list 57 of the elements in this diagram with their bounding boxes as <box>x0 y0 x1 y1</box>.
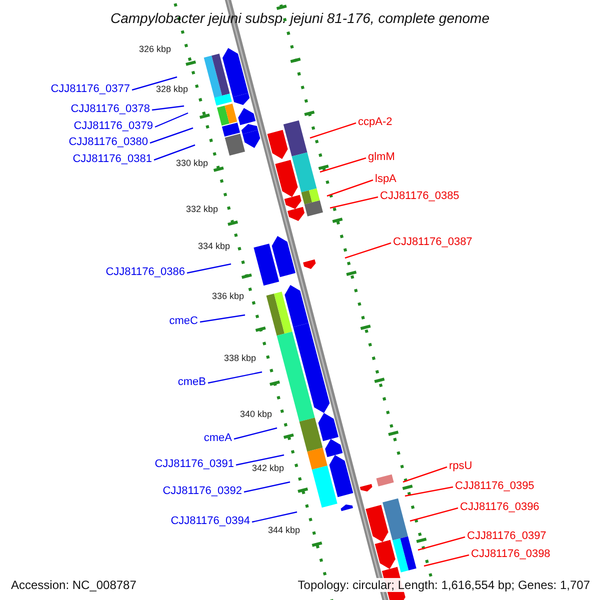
leader-line <box>320 157 366 173</box>
leader-line <box>152 105 184 111</box>
leader-line <box>236 454 284 466</box>
gene-label: CJJ81176_0394 <box>170 516 250 527</box>
gene-label: CJJ81176_0396 <box>460 502 540 513</box>
leader-line <box>424 554 470 567</box>
gene-label: CJJ81176_0378 <box>70 104 150 115</box>
gene-label: CJJ81176_0379 <box>74 121 153 132</box>
gene-label: CJJ81176_0381 <box>72 154 152 165</box>
gene-label: CJJ81176_0386 <box>106 267 185 278</box>
title: Campylobacter jejuni subsp. jejuni 81-176, complete genome <box>110 11 490 25</box>
genome-info-text: Topology: circular; Length: 1,616,554 bp; Genes: 1,707 <box>296 578 592 592</box>
leader-line <box>344 242 392 259</box>
scale-label: 338 kbp <box>222 354 258 363</box>
gene-label: cmeB <box>178 377 206 388</box>
gene-label: cmeA <box>204 433 232 444</box>
leader-line <box>200 314 246 323</box>
gene-label: CJJ81176_0380 <box>68 137 148 148</box>
scale-label: 340 kbp <box>238 410 274 419</box>
leader-line <box>330 196 378 209</box>
leader-line <box>186 263 232 274</box>
scale-label: 344 kbp <box>266 526 302 535</box>
leader-line <box>252 511 298 523</box>
gene-label: lspA <box>375 174 396 185</box>
gene-label: CJJ81176_0387 <box>393 237 472 248</box>
leader-line <box>208 371 262 384</box>
leader-line <box>234 427 278 440</box>
leader-line <box>402 466 448 483</box>
leader-line <box>150 127 194 144</box>
scale-label: 330 kbp <box>174 159 210 168</box>
leader-line <box>244 481 290 493</box>
leader-line <box>154 112 188 128</box>
leader-line <box>154 144 196 161</box>
gene-label: CJJ81176_0397 <box>467 531 546 542</box>
leader-line <box>410 507 458 522</box>
gene-label: CJJ81176_0385 <box>380 191 460 202</box>
leader-line <box>132 76 178 91</box>
scale-label: 332 kbp <box>184 205 220 214</box>
gene-label: CJJ81176_0392 <box>162 486 242 497</box>
leader-line <box>326 179 374 197</box>
scale-label: 326 kbp <box>138 45 172 54</box>
gene-label: CJJ81176_0391 <box>154 459 234 470</box>
scale-label: 334 kbp <box>196 242 232 251</box>
scale-label: 336 kbp <box>210 292 246 301</box>
scale-label: 328 kbp <box>154 85 190 94</box>
gene-label: CJJ81176_0398 <box>471 549 550 560</box>
accession-text: Accession: NC_008787 <box>9 578 138 592</box>
scale-label: 342 kbp <box>250 464 286 473</box>
gene-label: ccpA-2 <box>358 117 392 128</box>
leader-line <box>404 486 454 497</box>
leader-line <box>310 122 356 139</box>
gene-label: CJJ81176_0377 <box>50 84 130 95</box>
gene-label: rpsU <box>449 461 472 472</box>
gene-label: cmeC <box>169 316 198 327</box>
leader-line <box>418 536 466 551</box>
gene-label: glmM <box>368 152 395 163</box>
gene-label: CJJ81176_0395 <box>455 481 534 492</box>
